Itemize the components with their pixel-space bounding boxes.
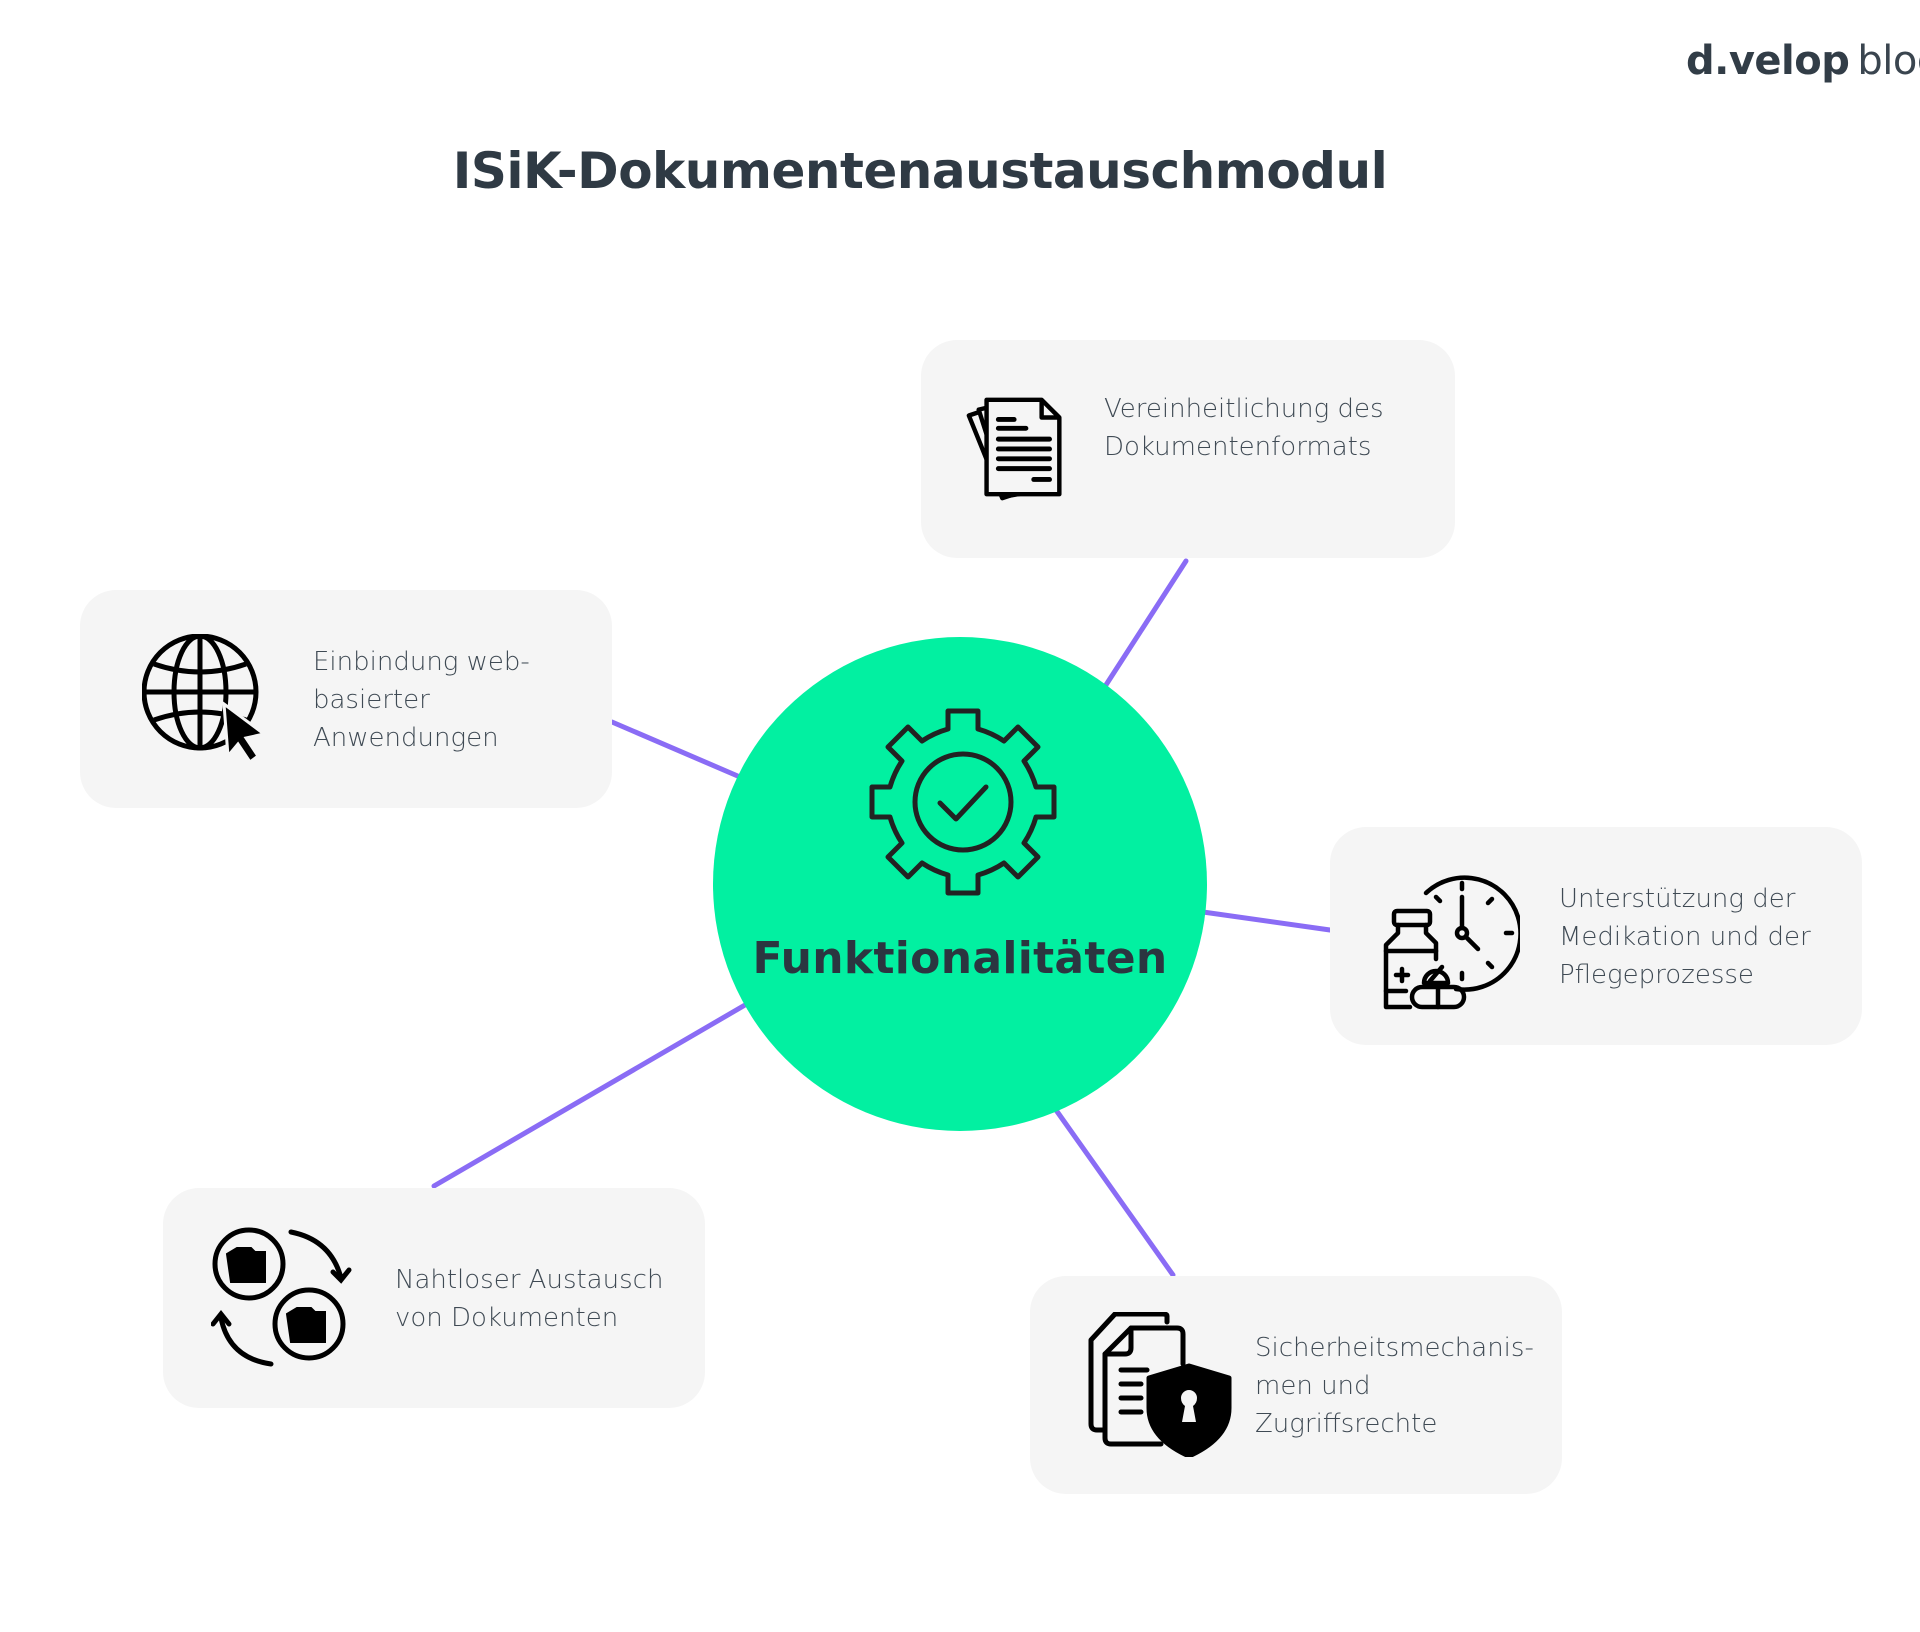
connector-bottom-left — [431, 1002, 748, 1189]
connector-top — [1101, 558, 1189, 691]
feature-label: Unterstützung der Medikation und der Pfl… — [1559, 884, 1811, 990]
feature-card-medication-care: Unterstützung der Medikation und der Pfl… — [1330, 827, 1862, 1045]
connector-left — [609, 719, 743, 780]
feature-card-web-apps: Einbindung web- basierter Anwendungen — [80, 590, 612, 808]
connector-right — [1200, 909, 1333, 933]
feature-card-security: Sicherheitsmechanis- men und Zugriffsrec… — [1030, 1276, 1562, 1494]
globe-cursor-icon — [141, 633, 272, 765]
document-shield-lock-icon — [1087, 1311, 1232, 1459]
feature-label: Einbindung web- basierter Anwendungen — [313, 647, 530, 753]
hub-circle: Funktionalitäten — [713, 637, 1207, 1131]
hub-label: Funktionalitäten — [752, 933, 1168, 984]
logo-brand: d.velop — [1686, 38, 1850, 84]
connector-bottom-right — [1053, 1107, 1176, 1278]
logo-suffix: blog — [1857, 38, 1920, 84]
diagram-title: ISiK-Dokumentenaustauschmodul — [452, 142, 1388, 200]
d-velop-blog-logo[interactable]: d.velopblog — [1686, 38, 1920, 84]
feature-card-document-format: Vereinheitlichung des Dokumentenformats — [921, 340, 1455, 558]
feature-label: Nahtloser Austausch von Dokumenten — [395, 1265, 664, 1333]
feature-label: Vereinheitlichung des Dokumentenformats — [1104, 394, 1384, 462]
medication-clock-icon — [1380, 871, 1523, 1011]
documents-stack-icon — [961, 388, 1079, 506]
feature-card-document-exchange: Nahtloser Austausch von Dokumenten — [163, 1188, 705, 1408]
gear-check-icon — [868, 707, 1058, 897]
feature-label: Sicherheitsmechanis- men und Zugriffsrec… — [1255, 1333, 1534, 1439]
folder-exchange-icon — [210, 1226, 356, 1371]
